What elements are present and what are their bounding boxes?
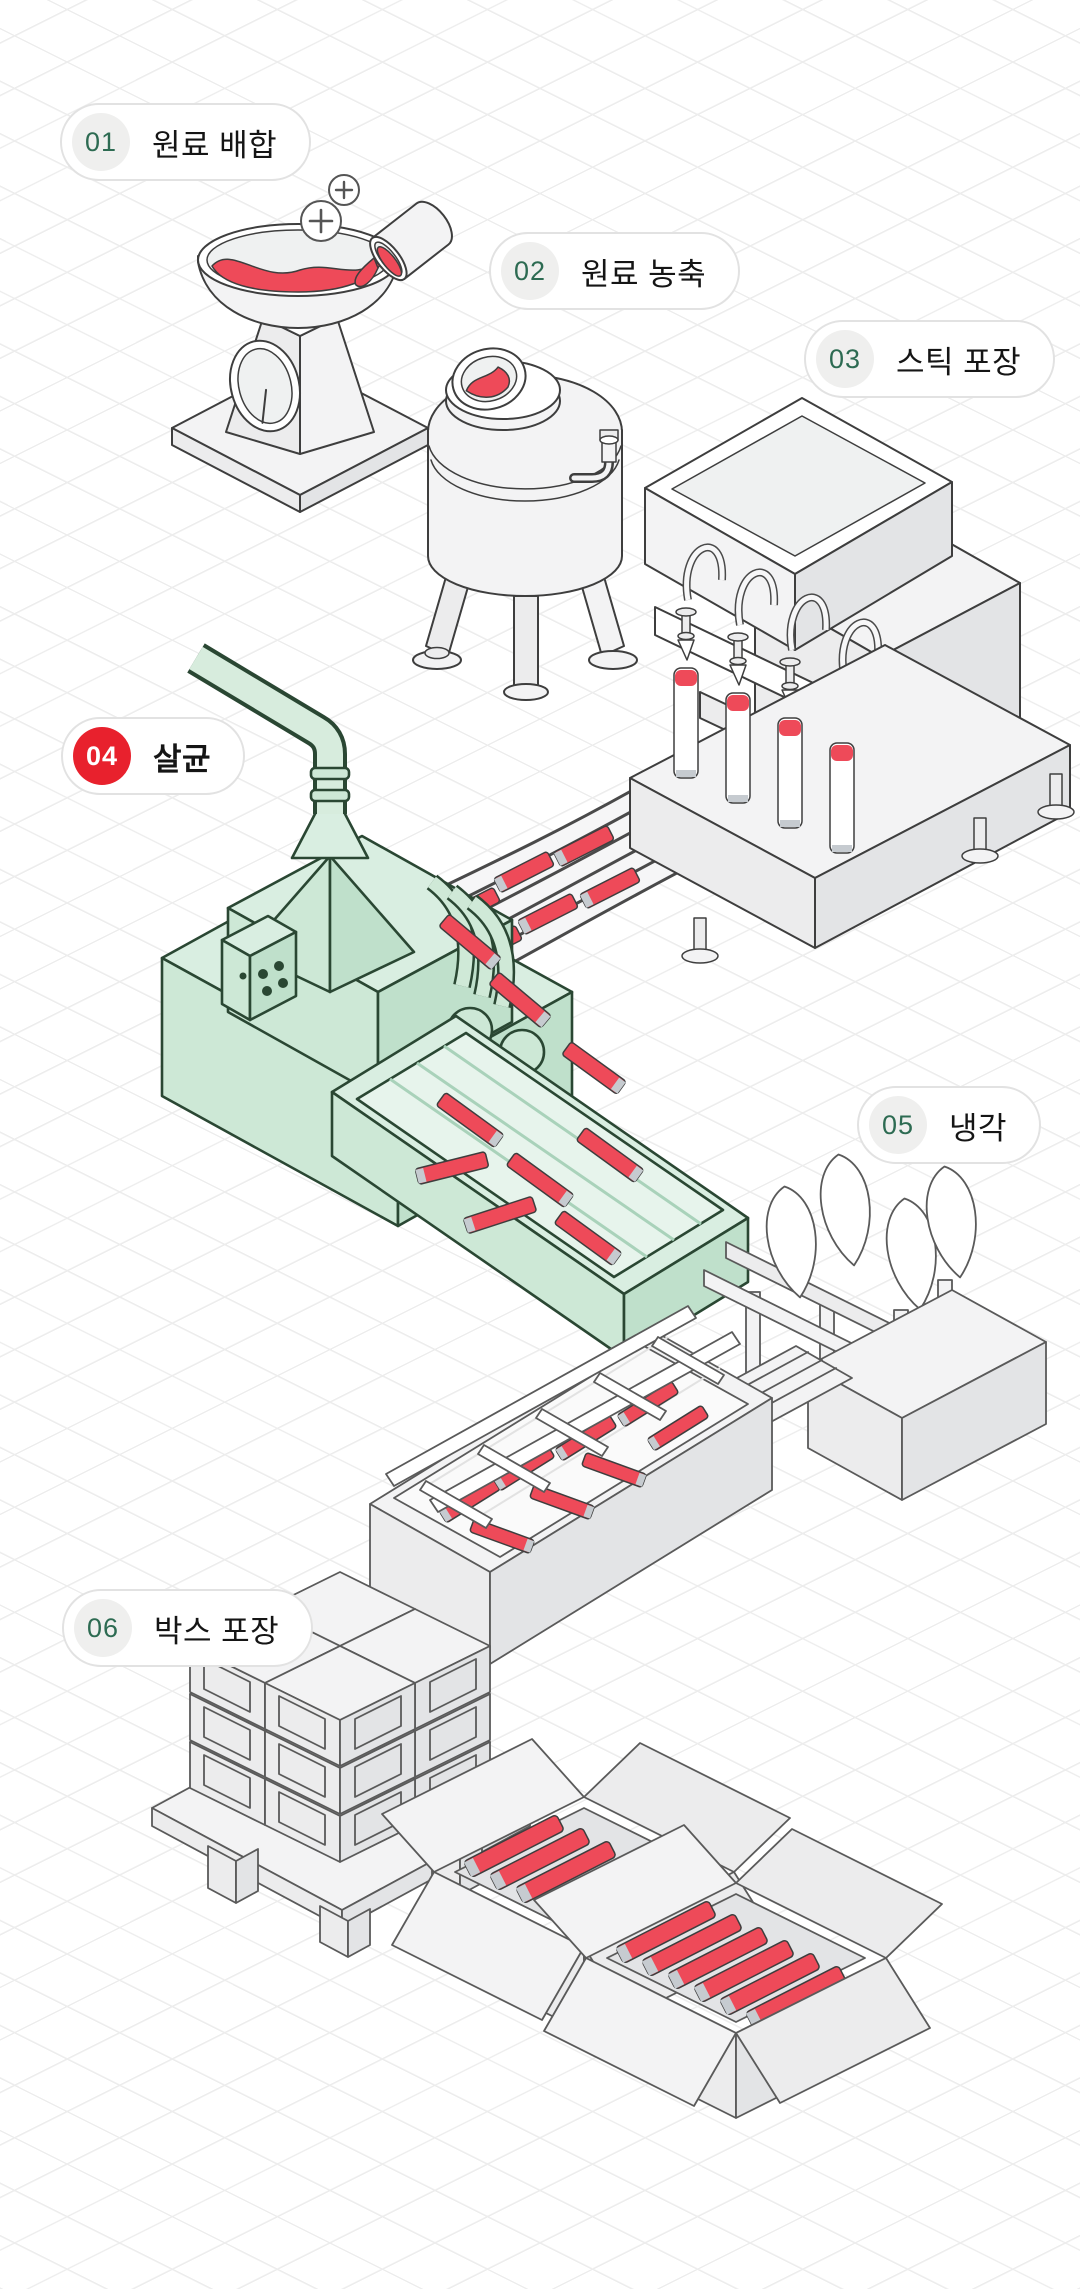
plus-icon bbox=[328, 174, 360, 206]
step-number-badge: 03 bbox=[816, 330, 874, 388]
tank-frame-rails bbox=[385, 1305, 741, 1529]
step-pill-2: 02 원료 농축 bbox=[489, 232, 741, 310]
step-pill-4-highlighted: 04 살균 bbox=[61, 717, 246, 795]
step-label: 박스 포장 bbox=[154, 1613, 280, 1649]
step-pill-5: 05 냉각 bbox=[857, 1086, 1042, 1164]
inlet-pipe bbox=[187, 643, 351, 814]
step-pill-6: 06 박스 포장 bbox=[62, 1589, 314, 1667]
step-number-badge: 05 bbox=[869, 1096, 927, 1154]
tank-tap bbox=[569, 429, 619, 483]
step-label: 냉각 bbox=[949, 1110, 1008, 1146]
cooling-fans bbox=[765, 1153, 977, 1311]
chute-plates bbox=[426, 874, 546, 1076]
step-label: 스틱 포장 bbox=[896, 344, 1022, 380]
step-label: 살균 bbox=[153, 741, 212, 777]
weighing-scale-illustration bbox=[171, 174, 453, 513]
pouring-cup bbox=[369, 200, 453, 282]
sticks-on-chute bbox=[439, 914, 626, 1095]
box-packing-illustration bbox=[151, 1571, 943, 2119]
step-number-badge: 06 bbox=[74, 1599, 132, 1657]
cooling-tank bbox=[369, 1305, 773, 1665]
step-label: 원료 배합 bbox=[152, 127, 278, 163]
porthole-with-red-liquid bbox=[451, 347, 527, 411]
step-pill-3: 03 스틱 포장 bbox=[804, 320, 1056, 398]
sticks-in-sterilizer bbox=[415, 1092, 644, 1266]
step-number-badge: 02 bbox=[501, 242, 559, 300]
step-label: 원료 농축 bbox=[581, 256, 707, 292]
concentration-tank-illustration bbox=[412, 347, 638, 701]
plus-icon bbox=[300, 200, 342, 242]
step-pill-1: 01 원료 배합 bbox=[60, 103, 312, 181]
step-number-badge: 01 bbox=[72, 113, 130, 171]
sterilizer-tank bbox=[330, 1014, 750, 1360]
stick-pouches-filling bbox=[673, 667, 855, 854]
machine-feet bbox=[681, 773, 1075, 964]
control-panel bbox=[220, 914, 298, 1022]
scale-dial bbox=[229, 339, 301, 433]
open-carton bbox=[533, 1824, 943, 2119]
filling-hoses bbox=[682, 543, 883, 676]
red-drip bbox=[354, 257, 379, 288]
step-number-badge-red: 04 bbox=[73, 727, 131, 785]
cooling-machine-illustration bbox=[369, 1153, 1047, 1665]
stick-filling-machine-illustration bbox=[357, 397, 1075, 1021]
sterilizer-illustration bbox=[160, 643, 750, 1360]
